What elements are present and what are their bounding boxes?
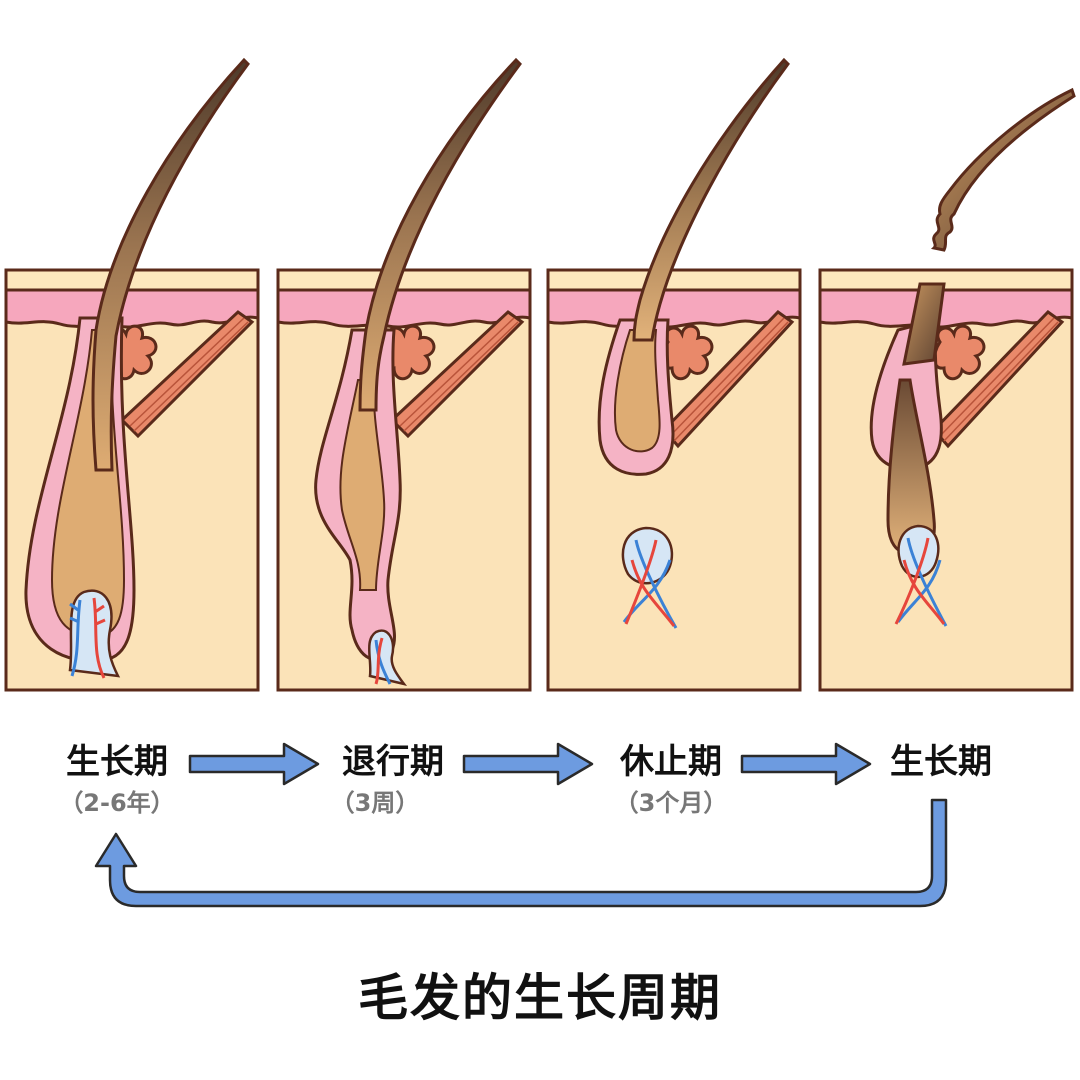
arrow-1 [188,742,320,786]
arrector-pili-muscle [931,310,1065,449]
return-arrow [94,798,948,908]
stage-duration-catagen: （3周） [330,789,420,817]
stage-label-catagen: 退行期 [342,742,444,782]
hair-root [339,379,386,591]
shed-hair [930,87,1076,252]
dermal-papilla [68,589,121,678]
hair-shaft [632,57,790,342]
stage-duration-anagen: （2-6年） [59,789,175,817]
sebaceous-gland [933,324,986,381]
arrow-2 [462,742,594,786]
hair-shaft [91,57,250,472]
stage-duration-telogen: （3个月） [614,789,728,817]
panel-catagen [276,57,532,692]
stage-label-anagen: 生长期 [66,742,168,782]
arrector-pili-muscle [389,310,525,439]
panel-anagen [4,57,260,692]
epidermis-surface [276,268,532,292]
stage-label-new-anagen: 生长期 [890,742,992,782]
arrector-pili-muscle [119,310,255,439]
epidermis-layer [276,288,532,329]
sebaceous-gland [661,324,714,381]
epidermis-layer [818,288,1074,329]
diagram-title: 毛发的生长周期 [358,969,722,1027]
stage-label-telogen: 休止期 [620,742,722,782]
epidermis-layer [4,288,260,329]
epidermis-layer [546,288,802,329]
epidermis-surface [546,268,802,292]
panel-telogen [546,57,802,692]
hair-shaft [358,57,522,412]
old-hair-club [902,282,946,366]
arrow-3 [740,742,872,786]
panel-new-anagen [818,87,1076,692]
epidermis-surface [818,268,1074,292]
hair-club [613,329,661,453]
